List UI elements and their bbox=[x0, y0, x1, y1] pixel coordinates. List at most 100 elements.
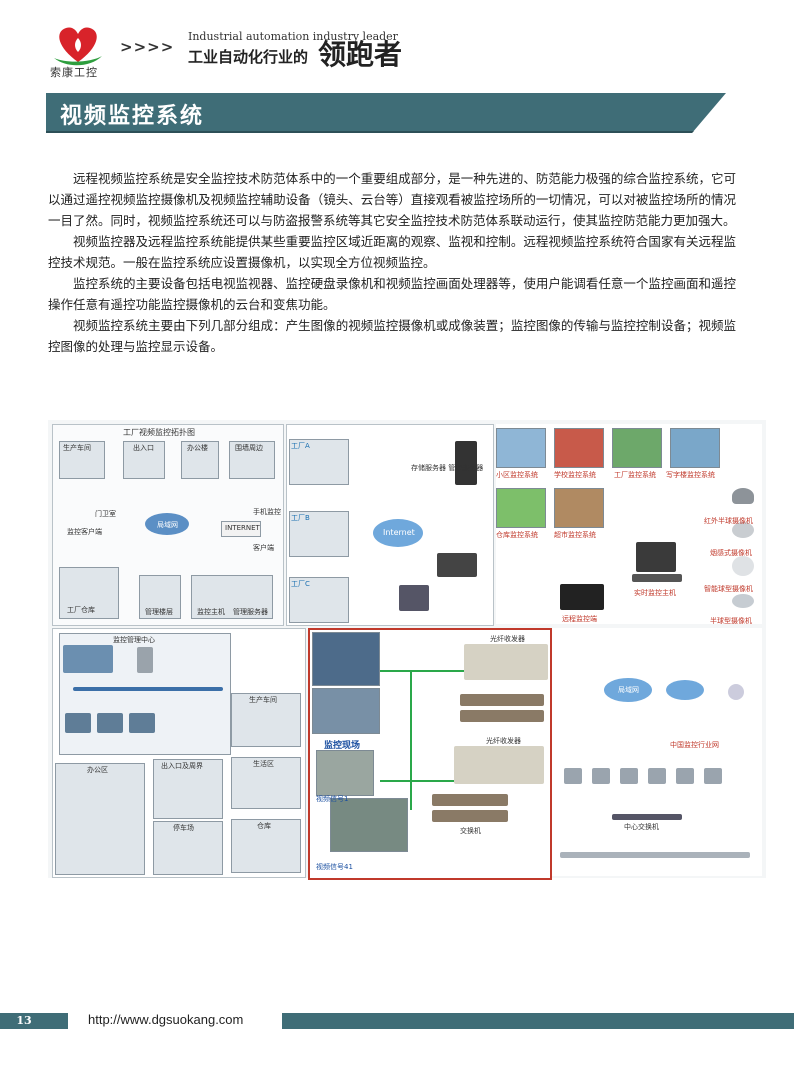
site-photo bbox=[330, 798, 408, 852]
fiber-transceiver-icon bbox=[454, 746, 544, 784]
fiber-label: 光纤收发器 bbox=[486, 737, 521, 745]
hub-label: 局域网 bbox=[157, 521, 178, 529]
site-photo bbox=[316, 750, 374, 796]
lan-cloud bbox=[604, 678, 652, 702]
factory-box bbox=[289, 511, 349, 557]
gate-label: 门卫室 bbox=[95, 510, 116, 518]
remote-network-panel: 工厂A 工厂B 工厂C Internet 存储服务器 管理服务器 bbox=[286, 424, 494, 626]
video-wall-icon bbox=[63, 645, 113, 673]
smoke-camera-icon bbox=[732, 522, 754, 538]
paragraph: 远程视频监控系统是安全监控技术防范体系中的一个重要组成部分，是一种先进的、防范能… bbox=[48, 171, 736, 228]
control-room-photo bbox=[312, 688, 380, 734]
laptop-icon bbox=[437, 553, 477, 577]
body-text: 远程视频监控系统是安全监控技术防范体系中的一个重要组成部分，是一种先进的、防范能… bbox=[48, 168, 736, 357]
camera-row bbox=[560, 852, 750, 858]
monitor-icon bbox=[97, 713, 123, 733]
monitor-icon bbox=[129, 713, 155, 733]
zone-box bbox=[153, 759, 223, 819]
fiber-cable bbox=[380, 780, 454, 782]
scene-photo bbox=[670, 428, 720, 468]
factory-label: 工厂B bbox=[291, 514, 310, 522]
ptz-camera-icon bbox=[728, 684, 744, 700]
server-icon bbox=[455, 441, 477, 485]
laptop-icon bbox=[560, 584, 604, 610]
site-box bbox=[229, 441, 275, 479]
monitor-client-label: 监控客户端 bbox=[67, 528, 102, 536]
signal-label: 视频信号1 bbox=[316, 795, 349, 803]
zone-label: 出入口及周界 bbox=[161, 762, 203, 770]
scene-caption: 仓库监控系统 bbox=[496, 531, 538, 539]
desktop-icon bbox=[592, 768, 610, 784]
control-center-panel: 监控管理中心 办公区 出入口及周界 生产车间 生活区 仓库 停车场 bbox=[52, 628, 306, 878]
dome-camera-icon bbox=[732, 594, 754, 608]
scene-photo bbox=[554, 488, 604, 528]
factory-label: 工厂C bbox=[291, 580, 310, 588]
site-label: 办公楼 bbox=[187, 444, 208, 452]
site-label: 围墙周边 bbox=[235, 444, 263, 452]
desktop-icon bbox=[564, 768, 582, 784]
zone-box bbox=[153, 821, 223, 875]
site-box bbox=[59, 441, 105, 479]
fiber-transceiver-icon bbox=[464, 644, 548, 680]
mobile-label: 手机监控 bbox=[253, 508, 281, 516]
ctrl-host-label: 监控主机 bbox=[197, 608, 225, 616]
zone-label: 生活区 bbox=[253, 760, 274, 768]
zone-box bbox=[231, 757, 301, 809]
zone-label: 停车场 bbox=[173, 824, 194, 832]
site-label: 监控现场 bbox=[324, 741, 361, 751]
logo-text: 索康工控 bbox=[50, 66, 98, 79]
camera-type-label: 智能球型摄像机 bbox=[704, 585, 753, 593]
switch-icon bbox=[432, 794, 508, 806]
desktop-icon bbox=[399, 585, 429, 611]
center-switch-label: 中心交换机 bbox=[624, 823, 659, 831]
switch-icon bbox=[460, 710, 544, 722]
page-number: 13 bbox=[16, 1014, 32, 1027]
zone-label: 生产车间 bbox=[249, 696, 277, 704]
remote-label: 远程监控端 bbox=[562, 615, 597, 623]
lan-network-panel: 局域网 中国监控行业网 中心交换机 bbox=[552, 628, 762, 876]
client-label: 客户端 bbox=[253, 544, 274, 552]
surveillance-diagram: 工厂视频监控拓扑图 生产车间 出入口 办公楼 围墙周边 局域网 INTERNET… bbox=[48, 420, 766, 880]
fiber-transmission-panel: 光纤收发器 光纤收发器 监控现场 视频信号1 视频信号41 交换机 bbox=[308, 628, 552, 880]
footer-bar-right bbox=[282, 1013, 794, 1029]
footer-url[interactable]: http://www.dgsuokang.com bbox=[88, 1012, 244, 1027]
site-box bbox=[181, 441, 219, 479]
tagline-chinese: 工业自动化行业的 bbox=[188, 48, 309, 66]
signal-label: 视频信号41 bbox=[316, 863, 353, 871]
scene-photo bbox=[554, 428, 604, 468]
footer-bar-left bbox=[0, 1013, 68, 1029]
zone-box bbox=[231, 819, 301, 873]
factory-label: 工厂A bbox=[291, 442, 310, 450]
realtime-host-label: 实时监控主机 bbox=[634, 589, 676, 597]
warehouse-label: 工厂仓库 bbox=[67, 606, 95, 614]
monitor-icon bbox=[65, 713, 91, 733]
dvr-icon bbox=[632, 574, 682, 582]
factory-topology-panel: 工厂视频监控拓扑图 生产车间 出入口 办公楼 围墙周边 局域网 INTERNET… bbox=[52, 424, 284, 626]
scene-photo bbox=[496, 488, 546, 528]
site-label: 出入口 bbox=[133, 444, 154, 452]
fiber-cable bbox=[410, 670, 412, 810]
tagline-leader: 领跑者 bbox=[318, 38, 403, 71]
camera-type-label: 红外半球摄像机 bbox=[704, 517, 753, 525]
industry-net-label: 中国监控行业网 bbox=[670, 741, 719, 749]
internet-cloud bbox=[373, 519, 423, 547]
factory-box bbox=[289, 577, 349, 623]
desktop-icon bbox=[704, 768, 722, 784]
topology-title: 工厂视频监控拓扑图 bbox=[123, 428, 195, 437]
zone-box bbox=[55, 763, 145, 875]
ring-bus-line bbox=[73, 687, 223, 691]
scene-caption: 工厂监控系统 bbox=[614, 471, 656, 479]
fiber-cable bbox=[380, 670, 464, 672]
internet-label: INTERNET bbox=[225, 524, 260, 532]
page-title: 视频监控系统 bbox=[60, 104, 205, 129]
zone-label: 仓库 bbox=[257, 822, 271, 830]
site-label: 生产车间 bbox=[63, 444, 91, 452]
admin-label: 管理楼层 bbox=[145, 608, 173, 616]
switch-label: 交换机 bbox=[460, 827, 481, 835]
site-box bbox=[59, 567, 119, 619]
lan-hub bbox=[145, 513, 189, 535]
server-rack-icon bbox=[137, 647, 153, 673]
switch-icon bbox=[460, 694, 544, 706]
desktop-icon bbox=[676, 768, 694, 784]
scene-photo bbox=[496, 428, 546, 468]
